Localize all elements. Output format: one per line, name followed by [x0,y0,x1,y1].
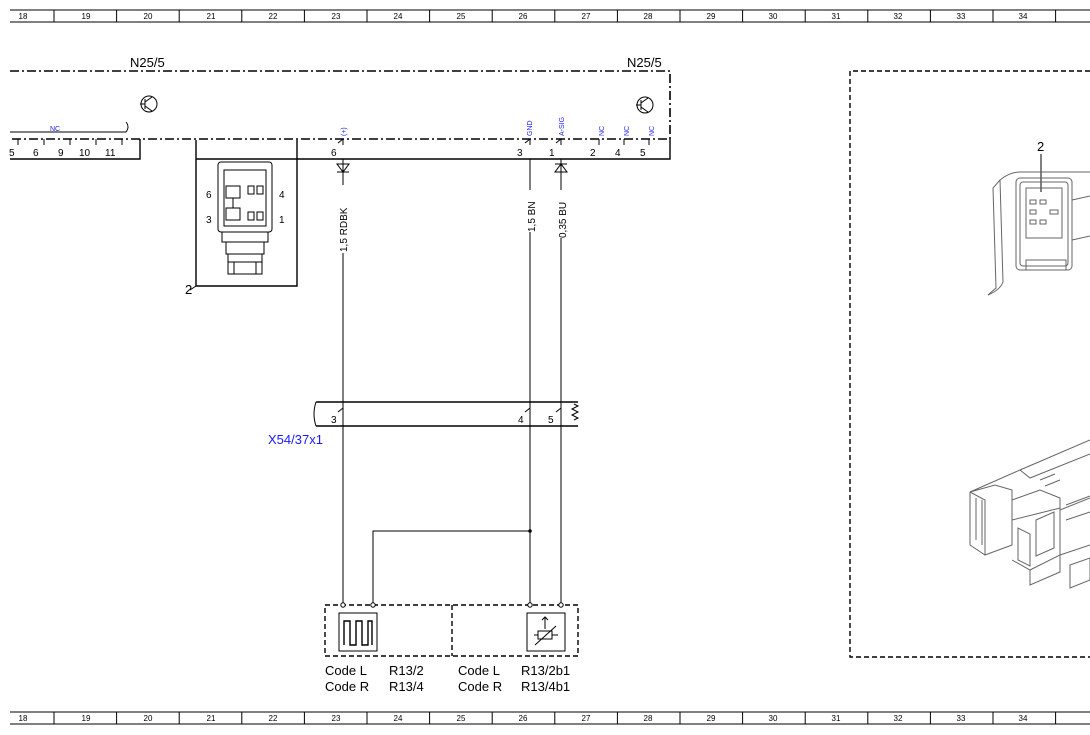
pin-label: 11 [105,148,116,159]
ruler-col-32: 32 [894,12,903,21]
left-pin-strip: NC 5 6 9 10 11 [9,121,141,160]
signal-nc: NC [624,126,631,136]
load-right-code-r: Code R [458,679,502,694]
ruler-col-27: 27 [582,714,591,723]
pin-label: 5 [9,148,15,159]
ruler-col-30: 30 [769,12,778,21]
signal-a-sig: A-SIG [559,117,566,136]
load-left-code-l: Code L [325,663,367,678]
ruler-col-27: 27 [582,12,591,21]
ruler-col-23: 23 [332,714,341,723]
ruler-col-18: 18 [19,12,28,21]
pin-label: 10 [79,148,91,159]
ruler-col-19: 19 [82,12,91,21]
ruler-col-18: 18 [19,714,28,723]
wire-bu: 0,35 BU [553,159,569,605]
ruler-col-19: 19 [82,714,91,723]
pin-label: 5 [640,148,646,159]
control-unit-n25-5: N25/5 N25/5 [10,55,671,140]
connector-face-view: 2 6 4 3 1 [185,140,298,297]
connector-illustration [987,171,1090,296]
connector-x54-37x1: 3 4 5 X54/37x1 [268,401,580,447]
ruler-col-29: 29 [707,714,716,723]
ruler-col-22: 22 [269,714,278,723]
ruler-col-29: 29 [707,12,716,21]
load-left-code-r: Code R [325,679,369,694]
wire-rdbk: 1,5 RDBK [334,159,350,605]
component-location-panel: 2 [849,70,1090,658]
n25-label-left: N25/5 [130,55,165,70]
signal-plus: (+) [341,127,348,136]
load-left-part-r: R13/4 [389,679,424,694]
temperature-sensor-icon [526,612,566,652]
face-pin-label: 3 [206,215,212,226]
left-nc-signal: NC [50,126,60,133]
top-ruler: 18 19 20 21 22 23 24 25 26 27 28 29 30 3… [10,9,1090,23]
pin-label: 5 [548,415,554,426]
pin-label: 6 [331,148,337,159]
ruler-col-30: 30 [769,714,778,723]
bottom-ruler: 18 19 20 21 22 23 24 25 26 27 28 29 30 3… [10,711,1090,725]
face-pin-label: 1 [279,215,285,226]
face-pin-label: 4 [279,190,285,201]
ruler-col-24: 24 [394,714,403,723]
face-pin-label: 6 [206,190,212,201]
load-right-part-l: R13/2b1 [521,663,570,678]
ruler-col-21: 21 [207,12,216,21]
load-right-part-r: R13/4b1 [521,679,570,694]
ruler-col-21: 21 [207,714,216,723]
connector-callout-2: 2 [185,282,192,297]
pin-label: 4 [518,415,524,426]
ruler-col-24: 24 [394,12,403,21]
n25-label-right: N25/5 [627,55,662,70]
photo-callout-2: 2 [1037,139,1044,154]
signal-gnd: GND [527,120,534,136]
ground-branch-wire [372,530,530,605]
signal-nc: NC [599,126,606,136]
transistor-icon [636,96,654,114]
wire-bn: 1,5 BN [522,159,538,605]
ruler-col-32: 32 [894,714,903,723]
ruler-col-20: 20 [144,714,153,723]
ruler-col-26: 26 [519,714,528,723]
ruler-col-31: 31 [832,12,841,21]
ruler-col-26: 26 [519,12,528,21]
module-illustration [969,439,1090,589]
load-right-code-l: Code L [458,663,500,678]
ruler-col-34: 34 [1019,714,1028,723]
wire-label: 0,35 BU [558,202,569,238]
ruler-col-33: 33 [957,12,966,21]
load-components: Code L Code R R13/2 R13/4 Code L Code R … [324,602,579,694]
wire-label: 1,5 RDBK [339,207,350,252]
ruler-col-34: 34 [1019,12,1028,21]
pin-label: 6 [33,148,39,159]
transistor-icon [140,95,158,113]
pin-label: 1 [549,148,555,159]
pin-label: 9 [58,148,64,159]
pin-label: 3 [331,415,337,426]
wire-label: 1,5 BN [527,201,538,232]
pin-label: 3 [517,148,523,159]
right-pin-strip: (+) GND A-SIG NC NC NC 6 3 1 2 4 5 [196,117,671,160]
ruler-col-22: 22 [269,12,278,21]
ruler-col-23: 23 [332,12,341,21]
ruler-col-25: 25 [457,12,466,21]
ruler-col-31: 31 [832,714,841,723]
x54-label: X54/37x1 [268,432,323,447]
ruler-col-28: 28 [644,12,653,21]
ruler-col-20: 20 [144,12,153,21]
pin-label: 4 [615,148,621,159]
pin-label: 2 [590,148,596,159]
ruler-col-28: 28 [644,714,653,723]
ruler-col-33: 33 [957,714,966,723]
heater-element-icon [338,612,378,652]
signal-nc: NC [649,126,656,136]
ruler-col-25: 25 [457,714,466,723]
load-left-part-l: R13/2 [389,663,424,678]
